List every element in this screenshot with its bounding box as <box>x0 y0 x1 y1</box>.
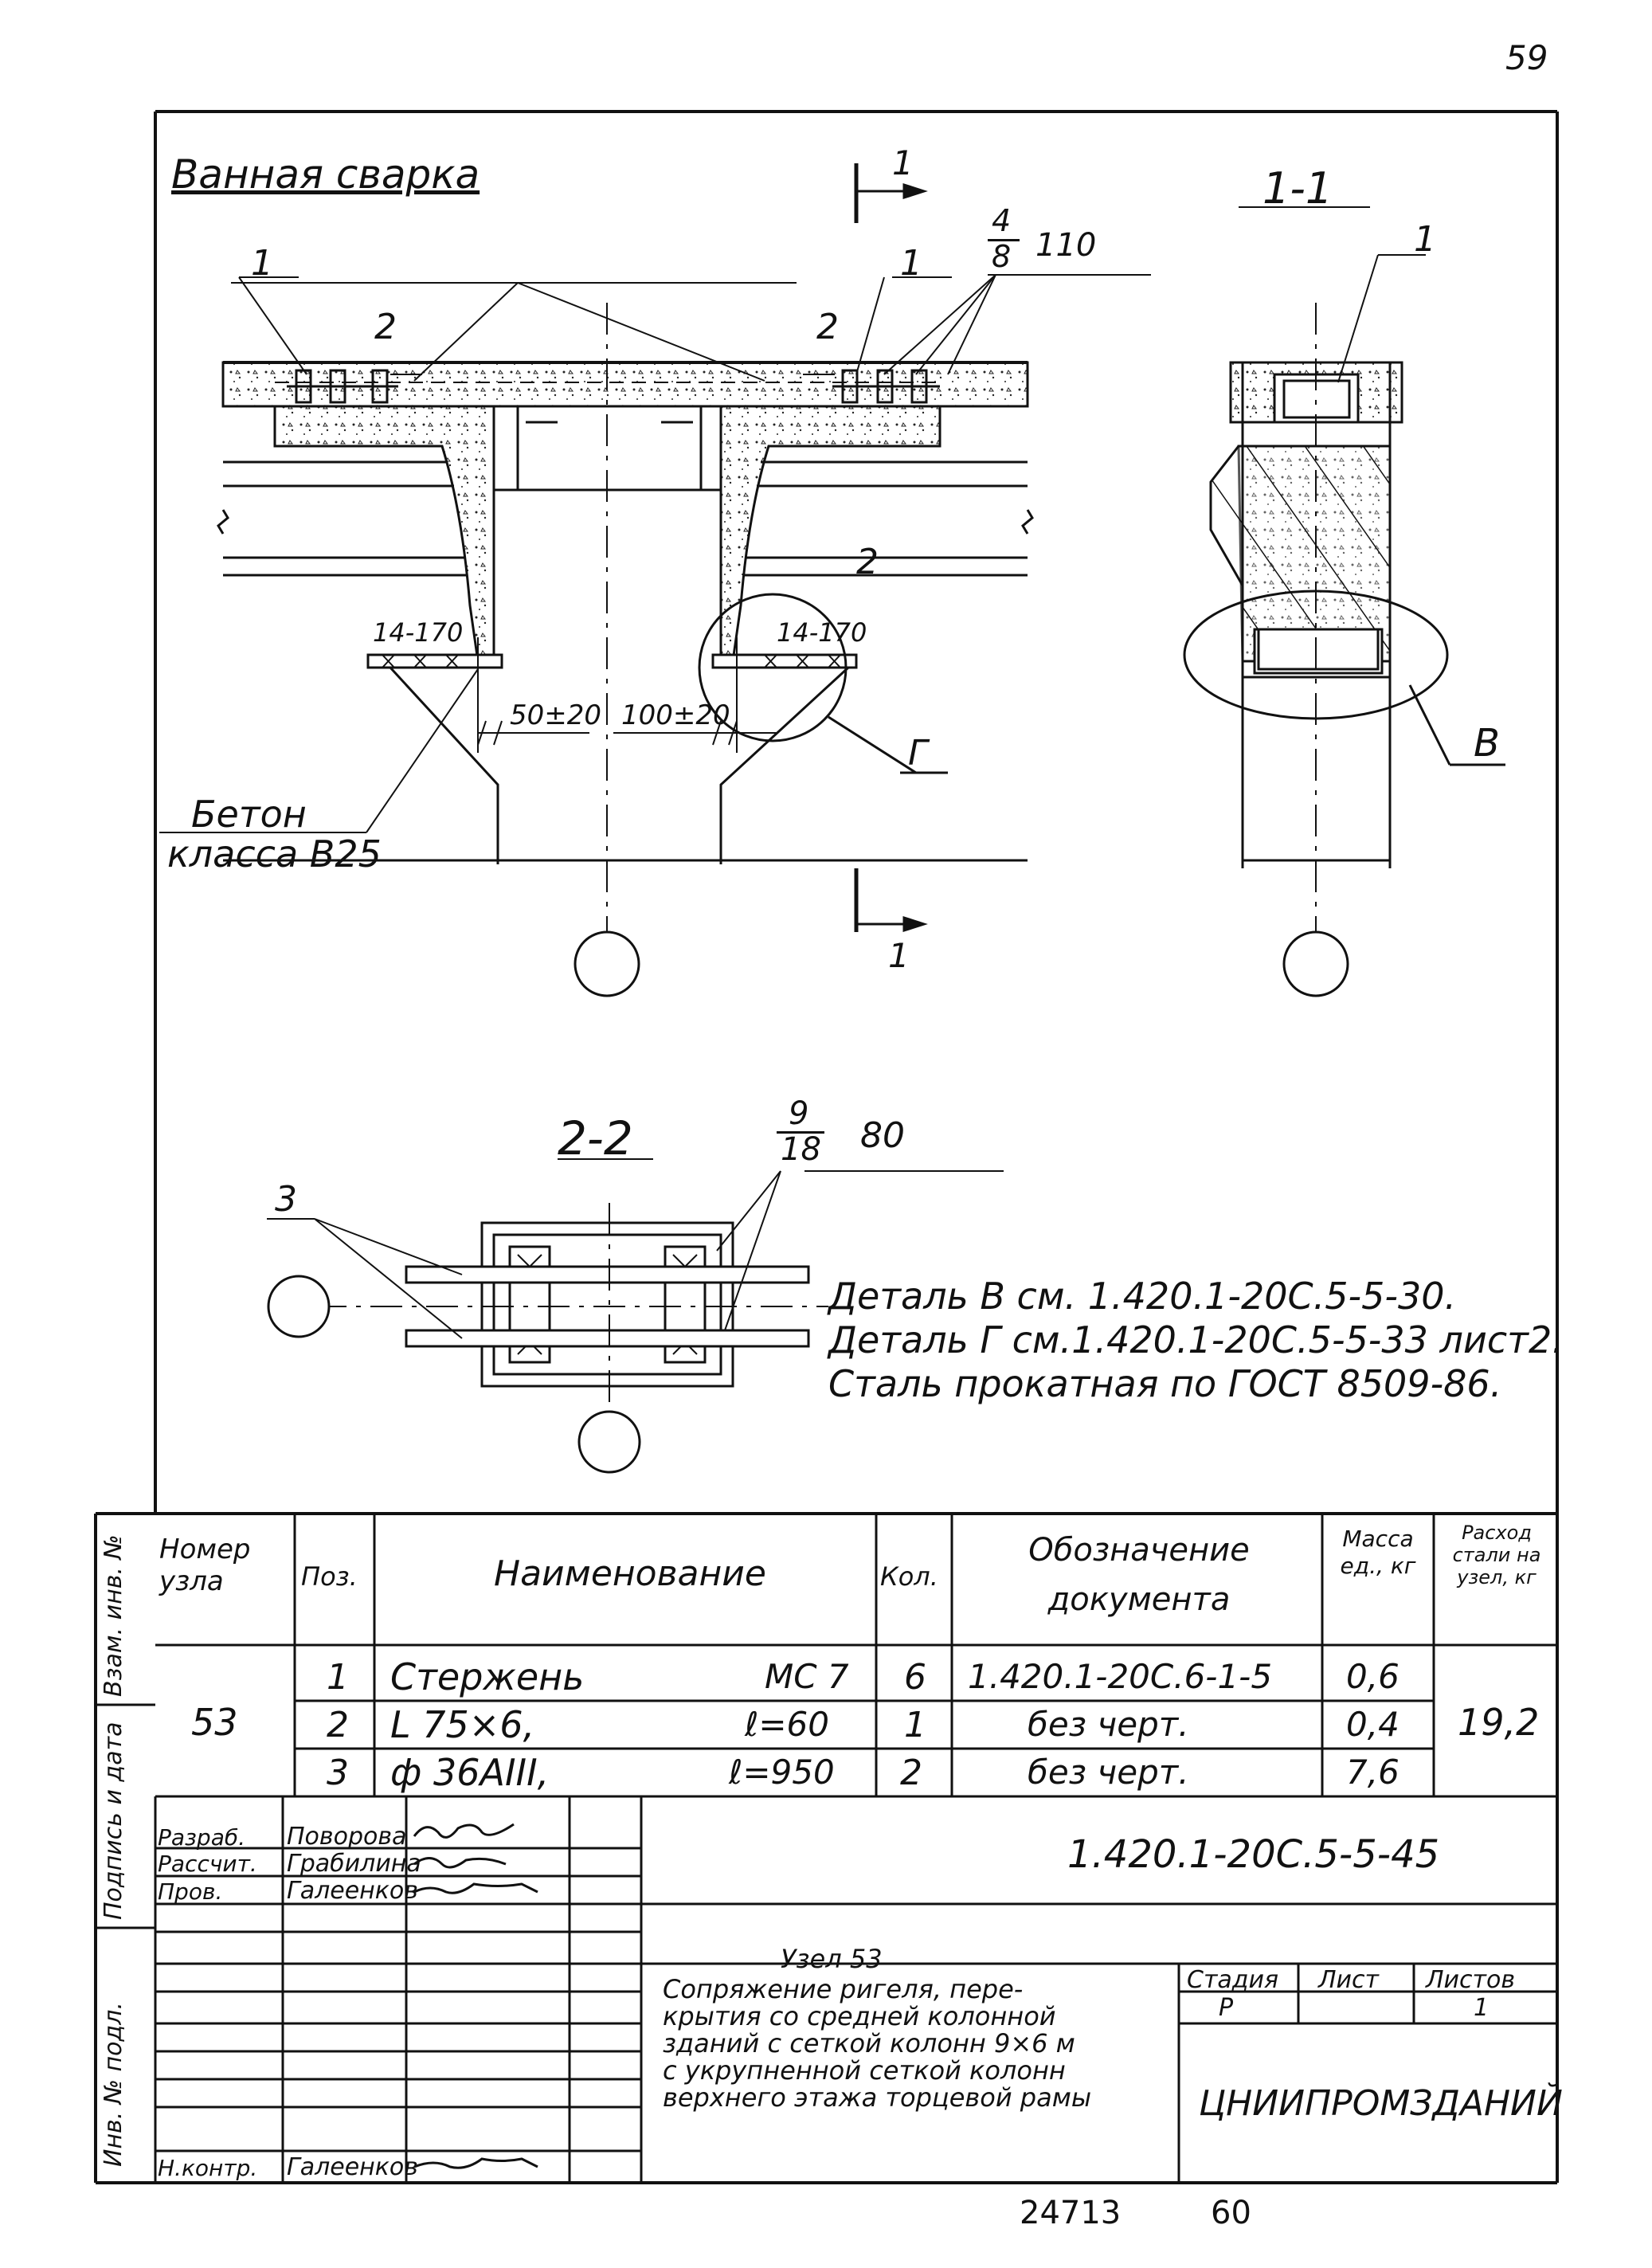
page-number: 59 <box>1505 38 1548 77</box>
header-consumption: Расход стали на узел, кг <box>1452 1522 1541 1588</box>
side-label-inv-no: Инв. № подл. <box>100 2002 127 2167</box>
signature-1 <box>413 1823 515 1839</box>
section-marker-top: 1 <box>892 143 914 182</box>
row-name: Стержень <box>390 1655 585 1698</box>
row-pos: 1 <box>327 1657 349 1698</box>
signature-3 <box>413 1882 538 1894</box>
sheets-label: Листов <box>1426 1966 1516 1994</box>
signature-2 <box>413 1857 507 1869</box>
pos1-left: 1 <box>251 243 273 284</box>
description-line-5: верхнего этажа торцевой рамы <box>663 2082 1092 2113</box>
row-pos: 2 <box>327 1705 349 1745</box>
row-doc: без черт. <box>1028 1705 1189 1744</box>
weld2-bottom: 18 <box>781 1131 821 1168</box>
detail-v-label: В <box>1474 721 1500 766</box>
row-qty: 1 <box>904 1705 926 1745</box>
node-number: 53 <box>191 1701 238 1744</box>
role-developer: Разраб. <box>158 1824 246 1851</box>
row-doc: 1.420.1-20С.6-1-5 <box>968 1657 1273 1696</box>
title-block-grid <box>96 1703 1557 2183</box>
role-norm-control: Н.контр. <box>158 2155 258 2181</box>
row-mark: ℓ=950 <box>729 1753 835 1792</box>
gap-right: 100±20 <box>621 699 730 731</box>
weld-spec-len: 110 <box>1035 227 1097 264</box>
weld-right: 14-170 <box>777 617 867 648</box>
section-2-2-title: 2-2 <box>558 1111 633 1165</box>
header-name: Наименование <box>494 1553 766 1594</box>
role-calculator: Рассчит. <box>158 1851 257 1877</box>
section-1-1 <box>1183 206 1505 997</box>
pos2-left: 2 <box>374 307 397 347</box>
note-2: Деталь Г см.1.420.1-20С.5-5-33 лист2. <box>828 1318 1564 1361</box>
description-line-3: зданий с сеткой колонн 9×6 м <box>663 2028 1075 2058</box>
concrete-label-1: Бетон <box>191 793 307 836</box>
role-checker: Пров. <box>158 1878 223 1905</box>
row-mark: МС 7 <box>765 1657 849 1696</box>
header-pos: Поз. <box>301 1561 358 1592</box>
row-qty: 2 <box>900 1753 922 1793</box>
footer-page: 60 <box>1211 2195 1251 2231</box>
side-label-signature-date: Подпись и дата <box>100 1722 127 1921</box>
detail-g-label: Г <box>908 733 928 774</box>
stage-value: Р <box>1219 1994 1234 2022</box>
signature-4 <box>413 2157 538 2169</box>
header-node: Номер узла <box>159 1534 251 1597</box>
description-line-4: с укрупненной сеткой колонн <box>663 2055 1066 2086</box>
row-mass: 0,4 <box>1346 1705 1400 1744</box>
concrete-label-2: класса В25 <box>167 832 382 875</box>
gap-left: 50±20 <box>510 699 602 731</box>
row-mark: ℓ=60 <box>745 1705 829 1744</box>
weld-spec-top: 4 <box>992 203 1012 238</box>
header-doc: Обозначение документа <box>1028 1532 1250 1618</box>
row-name: ф 36АIII, <box>390 1751 550 1794</box>
name-checker: Галеенков <box>287 1877 418 1905</box>
drawing-code: 1.420.1-20С.5-5-45 <box>1067 1832 1440 1877</box>
section-1-1-title: 1-1 <box>1262 163 1333 213</box>
row-mass: 0,6 <box>1346 1657 1400 1696</box>
section-2-2-pos3: 3 <box>275 1179 297 1220</box>
weld-spec-fraction-line <box>988 239 1020 241</box>
pos1-right: 1 <box>900 243 922 284</box>
section-marker-bottom: 1 <box>888 936 910 975</box>
sheet-label: Лист <box>1318 1966 1380 1994</box>
weld-label: Ванная сварка <box>171 151 480 198</box>
description-line-1: Сопряжение ригеля, пере- <box>663 1974 1024 2004</box>
spec-table-grid <box>155 1514 1557 1798</box>
archive-number: 24713 <box>1020 2195 1122 2231</box>
row-qty: 6 <box>904 1657 926 1698</box>
main-elevation <box>159 163 1151 997</box>
name-developer: Поворова <box>287 1823 407 1851</box>
side-label-replacement: Взам. инв. № <box>100 1534 127 1697</box>
weld2-fraction-line <box>777 1131 824 1134</box>
pos2-detail: 2 <box>856 542 879 582</box>
section-1-1-pos: 1 <box>1414 219 1436 260</box>
node-total: 19,2 <box>1458 1701 1540 1744</box>
section-2-2 <box>267 1158 1004 1474</box>
row-mass: 7,6 <box>1346 1753 1400 1792</box>
header-mass: Масса ед., кг <box>1340 1526 1416 1579</box>
weld2-len: 80 <box>860 1115 905 1156</box>
name-calculator: Грабилина <box>287 1850 421 1878</box>
row-doc: без черт. <box>1028 1753 1189 1792</box>
description-line-2: крытия со средней колонной <box>663 2001 1056 2031</box>
node-title: Узел 53 <box>781 1944 883 1974</box>
row-name: L 75×6, <box>390 1703 535 1746</box>
sheets-value: 1 <box>1474 1994 1490 2022</box>
row-pos: 3 <box>327 1753 349 1793</box>
note-3: Сталь прокатная по ГОСТ 8509-86. <box>828 1362 1502 1405</box>
weld-left: 14-170 <box>373 617 464 648</box>
stage-label: Стадия <box>1187 1966 1279 1994</box>
sheet-frame <box>94 110 1559 2184</box>
note-1: Деталь В см. 1.420.1-20С.5-5-30. <box>828 1275 1457 1318</box>
pos2-right: 2 <box>816 307 839 347</box>
weld-spec-bottom: 8 <box>992 239 1012 274</box>
organization: ЦНИИПРОМЗДАНИЙ <box>1199 2083 1563 2124</box>
weld2-top: 9 <box>789 1095 809 1132</box>
header-qty: Кол. <box>880 1561 938 1592</box>
name-norm-control: Галеенков <box>287 2153 418 2181</box>
